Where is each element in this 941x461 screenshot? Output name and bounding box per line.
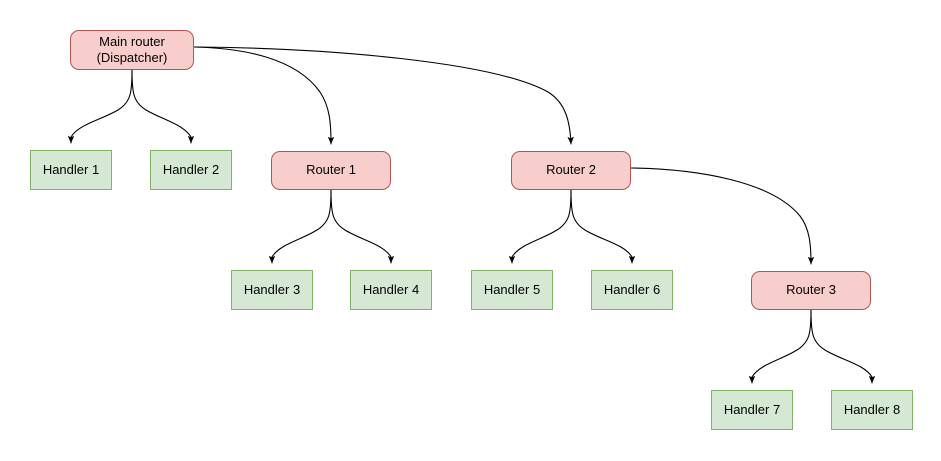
edge-router-1-to-handler-3 — [268, 189, 332, 264]
node-handler-2[interactable]: Handler 2 — [150, 150, 232, 190]
edge-router-2-to-handler-5 — [508, 189, 572, 264]
node-label: Handler 2 — [162, 161, 220, 177]
edge-main-router-to-handler-1 — [67, 69, 133, 144]
node-label: Handler 1 — [42, 161, 100, 177]
node-label: Handler 3 — [243, 281, 301, 297]
node-handler-8[interactable]: Handler 8 — [831, 390, 913, 430]
node-handler-3[interactable]: Handler 3 — [231, 270, 313, 310]
node-handler-1[interactable]: Handler 1 — [30, 150, 112, 190]
node-handler-7[interactable]: Handler 7 — [711, 390, 793, 430]
edge-main-router-to-handler-2 — [131, 69, 195, 144]
edge-router-3-to-handler-7 — [748, 309, 812, 384]
node-router-3[interactable]: Router 3 — [751, 271, 871, 310]
node-handler-6[interactable]: Handler 6 — [591, 270, 673, 310]
node-router-1[interactable]: Router 1 — [271, 151, 391, 190]
node-handler-4[interactable]: Handler 4 — [350, 270, 432, 310]
edge-router-1-to-handler-4 — [330, 189, 395, 264]
edge-router-3-to-handler-8 — [810, 309, 876, 384]
node-label: Router 1 — [306, 162, 356, 178]
node-label: Router 2 — [546, 162, 596, 178]
node-label: Handler 6 — [603, 281, 661, 297]
node-label: Handler 8 — [843, 401, 901, 417]
node-main-router[interactable]: Main router (Dispatcher) — [70, 30, 194, 70]
node-label: Handler 4 — [362, 281, 420, 297]
edge-router-2-to-handler-6 — [570, 189, 636, 264]
node-handler-5[interactable]: Handler 5 — [471, 270, 553, 310]
node-label: Main router (Dispatcher) — [96, 33, 168, 65]
node-label: Router 3 — [786, 282, 836, 298]
edge-main-router-to-router-1 — [193, 46, 335, 145]
node-router-2[interactable]: Router 2 — [511, 151, 631, 190]
edge-router-2-to-router-3 — [630, 167, 815, 265]
node-label: Handler 5 — [483, 281, 541, 297]
edge-main-router-to-router-2 — [193, 46, 574, 145]
node-label: Handler 7 — [723, 401, 781, 417]
